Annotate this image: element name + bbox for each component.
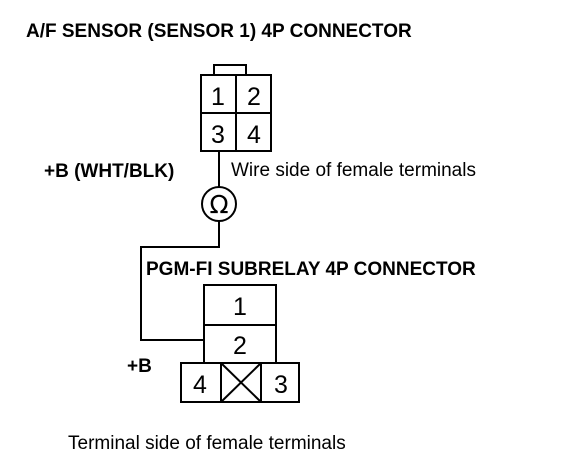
subrelay-pin-2: 2	[233, 332, 247, 360]
subrelay-pin1-cell	[203, 284, 277, 326]
af-sensor-connector: 1 2 3 4	[200, 64, 272, 152]
b-wht-blk-label: +B (WHT/BLK)	[44, 161, 174, 182]
subrelay-pin-4: 4	[193, 371, 207, 399]
af-pin-3: 3	[211, 121, 225, 149]
b-label: +B	[127, 356, 152, 377]
subrelay-pin-3: 3	[274, 371, 288, 399]
ohmmeter: Ω	[201, 186, 237, 222]
ohm-icon: Ω	[209, 190, 228, 219]
subrelay-title: PGM-FI SUBRELAY 4P CONNECTOR	[146, 259, 476, 280]
probe-wire-bottom	[140, 221, 220, 341]
terminal-side-label: Terminal side of female terminals	[68, 433, 346, 454]
subrelay-connector: 1 2 4 3	[180, 284, 300, 403]
wire-side-label: Wire side of female terminals	[231, 160, 476, 181]
subrelay-pin-1: 1	[233, 293, 247, 321]
af-pin-4: 4	[247, 121, 261, 149]
diagram-title: A/F SENSOR (SENSOR 1) 4P CONNECTOR	[26, 21, 412, 42]
af-pin-1: 1	[211, 83, 225, 111]
af-pin-2: 2	[247, 83, 261, 111]
